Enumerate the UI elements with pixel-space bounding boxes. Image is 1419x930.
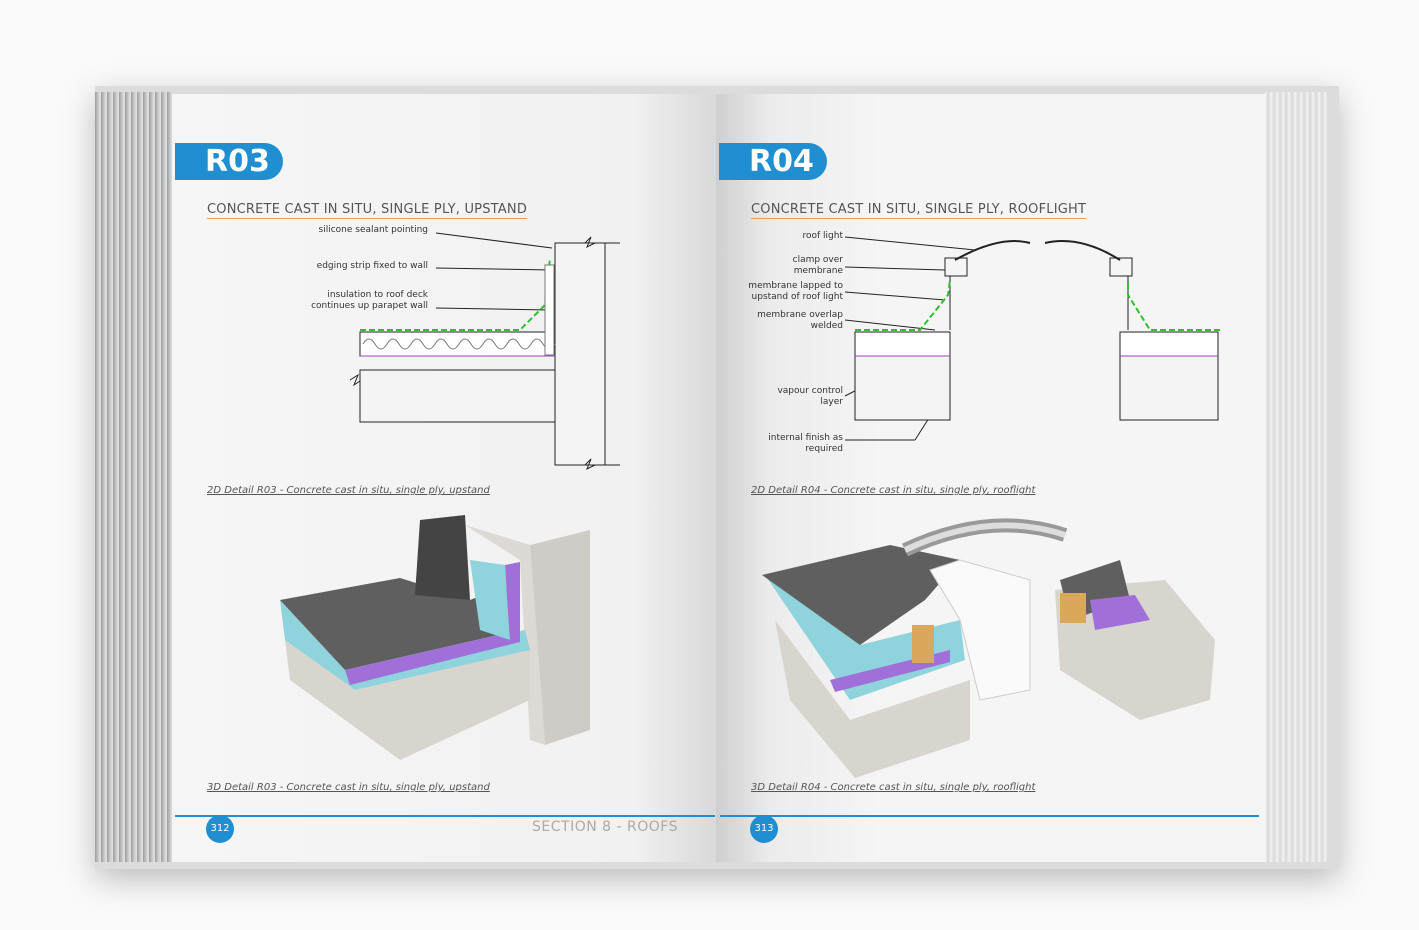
label: clamp over — [792, 255, 843, 265]
detail-badge-r04: R04 — [719, 143, 827, 180]
detail-badge-r03: R03 — [175, 143, 283, 180]
label: welded — [810, 321, 843, 331]
r03-2d-section — [349, 232, 620, 471]
caption-3d-r03: 3D Detail R03 - Concrete cast in situ, s… — [207, 782, 490, 793]
page-stack-left — [95, 92, 173, 862]
label: layer — [820, 397, 843, 407]
page-number-right: 313 — [750, 815, 778, 843]
page-stack-right — [1265, 92, 1327, 862]
caption-3d-r04: 3D Detail R04 - Concrete cast in situ, s… — [751, 782, 1036, 793]
label: required — [805, 444, 843, 454]
right-page — [716, 94, 1266, 862]
detail-title-r03: CONCRETE CAST IN SITU, SINGLE PLY, UPSTA… — [207, 202, 528, 219]
label: continues up parapet wall — [311, 301, 428, 311]
caption-2d-r03: 2D Detail R03 - Concrete cast in situ, s… — [207, 485, 490, 496]
r04-3d-model — [762, 518, 1215, 778]
label: membrane overlap — [757, 310, 843, 320]
label: upstand of roof light — [751, 292, 843, 302]
footer-rule-right — [720, 815, 1259, 817]
footer-rule-left — [175, 815, 715, 817]
label: insulation to roof deck — [327, 290, 428, 300]
label: vapour control — [777, 386, 843, 396]
label: silicone sealant pointing — [318, 225, 428, 235]
caption-2d-r04: 2D Detail R04 - Concrete cast in situ, s… — [751, 485, 1036, 496]
r03-3d-model — [280, 515, 590, 760]
r04-2d-section — [844, 236, 1220, 441]
section-footer: SECTION 8 - ROOFS — [532, 819, 678, 835]
page-number-left: 312 — [206, 815, 234, 843]
label: edging strip fixed to wall — [316, 261, 428, 271]
label: membrane — [793, 266, 843, 276]
label: membrane lapped to — [748, 281, 843, 291]
label: internal finish as — [768, 433, 843, 443]
detail-title-r04: CONCRETE CAST IN SITU, SINGLE PLY, ROOFL… — [751, 202, 1087, 219]
label: roof light — [802, 231, 844, 241]
